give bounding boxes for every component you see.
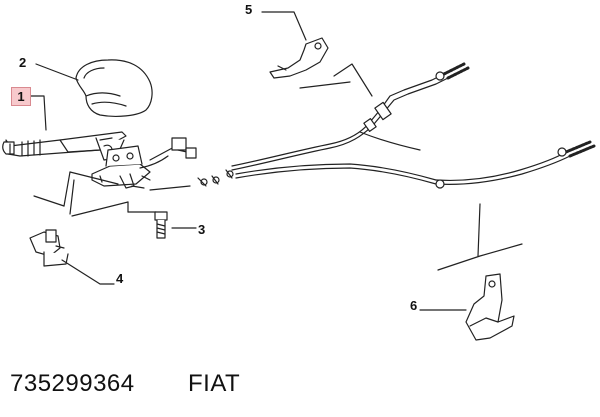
callout-3: 3: [198, 222, 206, 237]
brand-name: FIAT: [188, 370, 241, 397]
callout-4: 4: [116, 271, 124, 286]
handbrake-cables: [197, 62, 596, 189]
part-3-bolt: [154, 211, 197, 239]
part-4-bracket: [29, 229, 115, 285]
part-1-mechanism: [91, 137, 197, 189]
guide-lines-right: [299, 63, 523, 271]
part-number: 735299364: [10, 370, 135, 397]
callout-1: 1: [11, 87, 31, 106]
callout-6: 6: [410, 298, 418, 313]
callout-5: 5: [245, 2, 253, 17]
guide-lines-left: [33, 171, 191, 217]
callout-leaders: [29, 63, 79, 131]
callout-2: 2: [19, 55, 27, 70]
part-5-clip: [261, 11, 329, 79]
part-6-bracket: [419, 273, 515, 341]
part-2-boot: [75, 59, 153, 117]
